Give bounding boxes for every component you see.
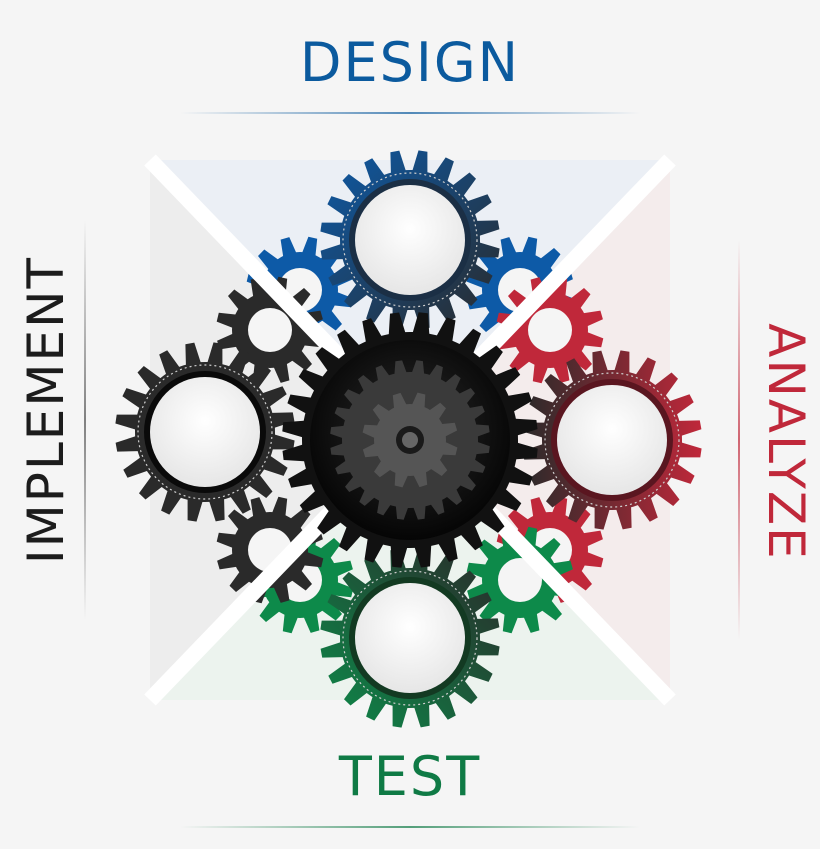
design-divider: [180, 112, 640, 114]
label-dividers: [84, 112, 740, 828]
test-gear: [320, 548, 500, 728]
test-right-small-gear: [466, 526, 574, 634]
implement-bottom-small-gear: [216, 496, 324, 604]
analyze-divider: [738, 240, 740, 640]
design-label: DESIGN: [299, 31, 521, 94]
test-divider: [180, 826, 640, 828]
big-gears-layer: [115, 150, 702, 728]
test-label: TEST: [338, 745, 482, 808]
implement-divider: [84, 220, 86, 620]
design-gear: [320, 150, 500, 330]
implement-gear: [115, 342, 295, 522]
analyze-gear: [522, 350, 702, 530]
analyze-label: ANALYZE: [757, 323, 815, 561]
center-axle: [402, 432, 418, 448]
implement-label: IMPLEMENT: [17, 255, 75, 565]
